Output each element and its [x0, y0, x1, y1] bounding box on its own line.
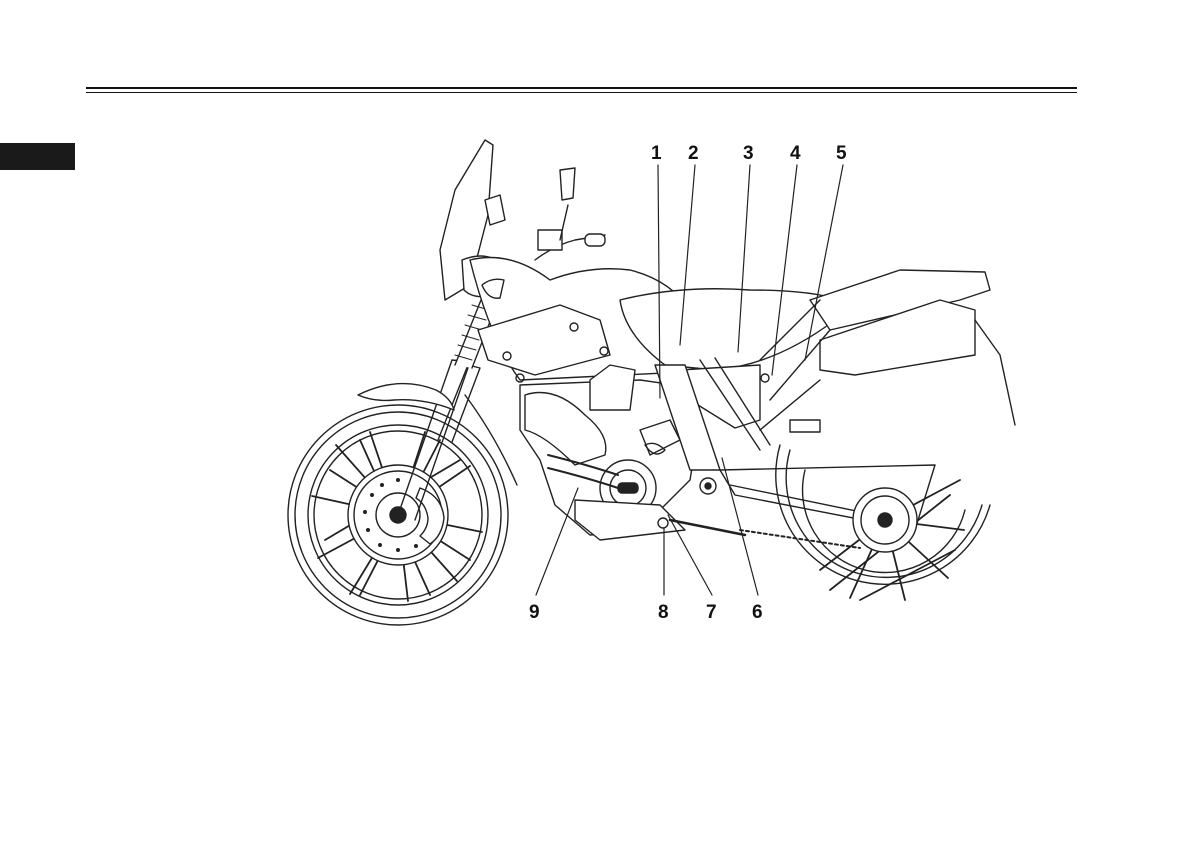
callout-8: 8 — [658, 602, 669, 623]
callout-1: 1 — [651, 143, 662, 164]
callout-9: 9 — [529, 602, 540, 623]
callout-7: 7 — [706, 602, 717, 623]
callout-2: 2 — [688, 143, 699, 164]
callout-4: 4 — [790, 143, 801, 164]
callout-6: 6 — [752, 602, 763, 623]
handlebar — [535, 168, 605, 260]
callout-5: 5 — [836, 143, 847, 164]
callout-3: 3 — [743, 143, 754, 164]
